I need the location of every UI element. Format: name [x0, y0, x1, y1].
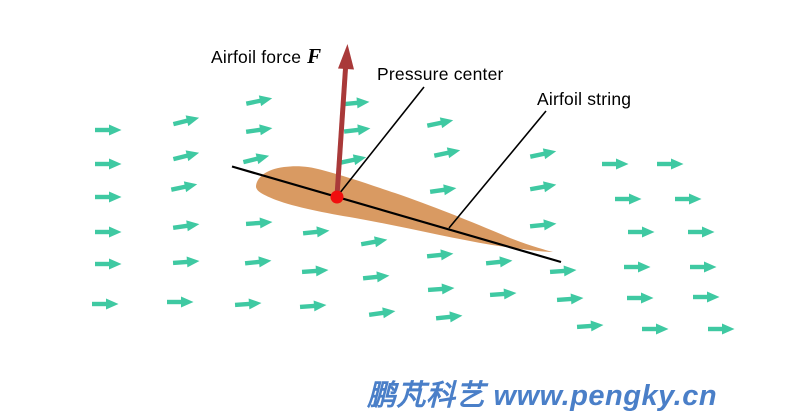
wind-arrows	[92, 95, 735, 335]
flow-arrow	[657, 158, 684, 170]
flow-arrow	[433, 147, 461, 159]
flow-arrow	[602, 158, 629, 170]
flow-arrow	[342, 97, 370, 109]
flow-arrow	[627, 292, 654, 304]
airfoil-string-line	[231, 165, 562, 264]
flow-arrow	[642, 323, 669, 335]
flow-arrow	[429, 184, 457, 196]
flow-arrow	[489, 288, 517, 300]
flow-arrow	[708, 323, 735, 335]
flow-arrow	[529, 148, 557, 160]
flow-arrow	[343, 124, 371, 136]
flow-arrow	[172, 115, 200, 127]
flow-arrow	[242, 153, 270, 165]
force-symbol-F: F	[307, 44, 322, 68]
watermark-text: 鹏芃科艺 www.pengky.cn	[367, 380, 718, 412]
airfoil-shape	[256, 166, 553, 252]
flow-arrow	[427, 283, 455, 295]
flow-arrow	[628, 226, 655, 238]
force-vector-arrow	[334, 44, 354, 197]
pressure-center-leader-line	[338, 86, 425, 195]
flow-arrow	[339, 154, 367, 166]
flow-arrow	[624, 261, 651, 273]
flow-arrow	[362, 271, 390, 283]
flow-arrow	[245, 217, 273, 229]
flow-arrow	[435, 311, 463, 323]
airfoil-string-leader-line	[448, 110, 547, 229]
flow-arrow	[234, 298, 262, 310]
flow-arrow	[302, 226, 330, 238]
flow-arrow	[299, 300, 327, 312]
flow-arrow	[360, 236, 388, 248]
flow-arrow	[549, 265, 577, 277]
flow-arrow	[693, 291, 720, 303]
flow-arrow	[368, 307, 396, 319]
force-vector-head	[338, 44, 354, 70]
flow-arrow	[172, 220, 200, 232]
flow-arrow	[172, 256, 200, 268]
flow-arrow	[95, 258, 122, 270]
flow-arrow	[95, 124, 122, 136]
pressure-center-label: Pressure center	[377, 64, 504, 84]
flow-arrow	[485, 256, 513, 268]
flow-arrow	[688, 226, 715, 238]
flow-arrow	[690, 261, 717, 273]
flow-arrow	[301, 265, 329, 277]
flow-arrow	[675, 193, 702, 205]
airfoil-force-text: Airfoil force	[211, 47, 302, 67]
flow-arrow	[95, 191, 122, 203]
flow-arrow	[426, 117, 454, 129]
airfoil-string-label: Airfoil string	[537, 89, 632, 109]
flow-arrow	[245, 95, 273, 107]
flow-arrow	[529, 219, 557, 231]
flow-arrow	[95, 226, 122, 238]
pressure-center-dot	[330, 190, 344, 204]
flow-arrow	[92, 298, 119, 310]
flow-arrow	[615, 193, 642, 205]
flow-arrow	[172, 150, 200, 162]
flow-arrow	[245, 124, 273, 136]
flow-arrow	[556, 293, 584, 305]
flow-arrow	[170, 181, 198, 193]
flow-arrow	[95, 158, 122, 170]
flow-arrow	[529, 181, 557, 193]
flow-arrow	[576, 320, 604, 332]
flow-arrow	[167, 296, 194, 308]
force-vector-shaft	[334, 63, 349, 197]
flow-arrow	[426, 249, 454, 261]
flow-arrow	[244, 256, 272, 268]
